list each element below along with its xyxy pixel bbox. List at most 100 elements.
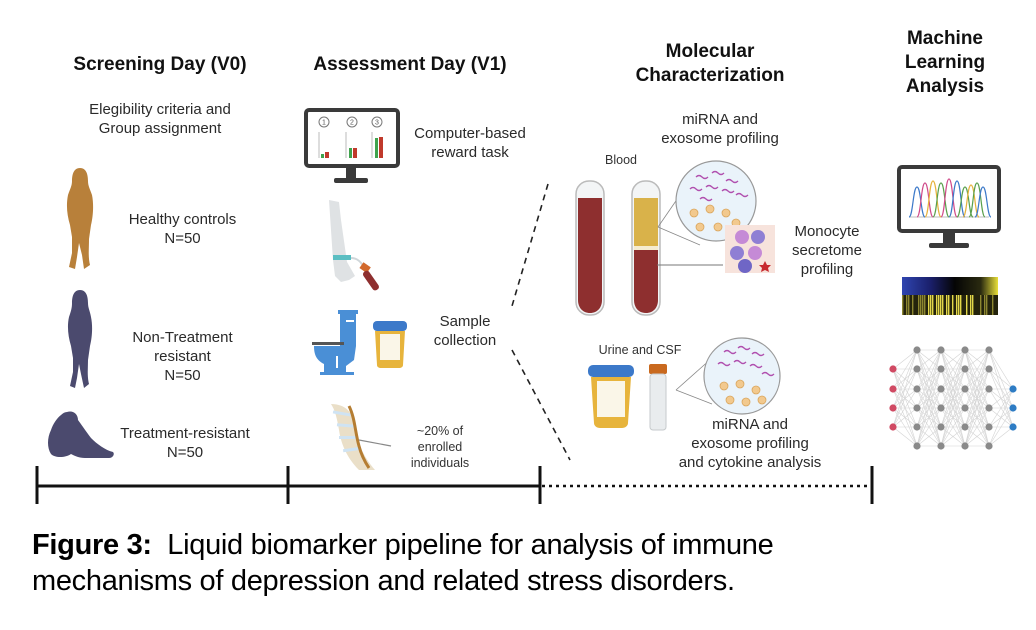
nn-edge bbox=[964, 407, 990, 447]
nn-edge bbox=[916, 407, 942, 447]
csf-note-label: ~20% of enrolled individuals bbox=[400, 423, 480, 471]
heatmap-stripe bbox=[924, 295, 926, 315]
nn-node bbox=[961, 423, 969, 431]
nn-edge bbox=[940, 407, 966, 447]
nn-node bbox=[1009, 423, 1017, 431]
nn-node bbox=[961, 404, 969, 412]
nn-node bbox=[937, 365, 945, 373]
label-line: exosome profiling bbox=[661, 130, 779, 147]
heatmap-icon bbox=[902, 277, 998, 315]
label-line: Monocyte bbox=[794, 223, 860, 240]
stage-title-assessment: Assessment Day (V1) bbox=[313, 54, 507, 75]
heatmap-stripe bbox=[932, 295, 934, 315]
nn-edge bbox=[892, 388, 918, 428]
caption-text: Liquid biomarker pipeline for analysis o… bbox=[167, 529, 774, 561]
toilet-icon bbox=[312, 310, 358, 375]
nn-edge bbox=[988, 349, 1014, 390]
blood-tube-whole-icon bbox=[575, 180, 605, 316]
group-treatment-resistant: Treatment-resistant N=50 bbox=[105, 424, 265, 462]
heatmap-stripe bbox=[912, 295, 914, 315]
screening-subtitle: Elegibility criteria and Group assignmen… bbox=[55, 100, 265, 138]
nn-node bbox=[913, 365, 921, 373]
heatmap-stripe bbox=[946, 295, 948, 315]
group-non-treatment-resistant: Non-Treatment resistant N=50 bbox=[105, 328, 260, 385]
nn-node bbox=[961, 385, 969, 393]
label-line: miRNA and bbox=[682, 111, 758, 128]
stage-title-line: Molecular bbox=[665, 41, 755, 62]
group-name: Healthy controls bbox=[128, 211, 237, 228]
caption-label: Figure 3: bbox=[32, 529, 152, 561]
sitting-person-icon bbox=[48, 411, 114, 458]
nn-edge bbox=[892, 368, 918, 428]
label-line: secretome bbox=[791, 242, 863, 259]
neural-network-icon bbox=[889, 346, 1017, 450]
nn-edge bbox=[988, 368, 1014, 428]
nn-node bbox=[937, 404, 945, 412]
standing-person-icon bbox=[67, 290, 93, 388]
nn-node bbox=[937, 442, 945, 450]
nn-edge bbox=[916, 349, 942, 390]
stage-title-line: Characterization bbox=[635, 65, 785, 86]
nn-node bbox=[889, 423, 897, 431]
nn-node bbox=[961, 442, 969, 450]
monocyte-label: Monocyte secretome profiling bbox=[778, 222, 876, 279]
nn-edge bbox=[892, 349, 918, 390]
nn-node bbox=[1009, 404, 1017, 412]
group-count: N=50 bbox=[164, 367, 201, 384]
nn-edge bbox=[964, 368, 990, 447]
nn-edge bbox=[964, 349, 990, 370]
figure-caption: Figure 3: Liquid biomarker pipeline for … bbox=[32, 527, 1022, 599]
group-count: N=50 bbox=[164, 230, 201, 247]
heatmap-stripe bbox=[920, 295, 922, 315]
heatmap-stripe bbox=[908, 295, 910, 315]
nn-edge bbox=[916, 426, 942, 447]
nn-edge bbox=[940, 388, 966, 447]
nn-edge bbox=[988, 368, 1014, 409]
group-name: Non-Treatment bbox=[132, 329, 233, 346]
nn-node bbox=[889, 365, 897, 373]
chromatogram-monitor-icon bbox=[897, 165, 1001, 248]
nn-node bbox=[913, 385, 921, 393]
nn-edge bbox=[940, 368, 966, 447]
nn-edge bbox=[988, 368, 1014, 390]
heatmap-stripe bbox=[960, 295, 962, 315]
nn-edge bbox=[940, 349, 966, 447]
nn-edge bbox=[940, 349, 966, 390]
connector-to-urine bbox=[511, 349, 571, 461]
exosome-magnifier-icon bbox=[657, 160, 757, 246]
heatmap-stripe bbox=[936, 295, 938, 315]
nn-node bbox=[985, 346, 993, 354]
nn-edge bbox=[892, 349, 918, 428]
heatmap-stripe bbox=[918, 295, 920, 315]
label-line: Sample bbox=[439, 313, 491, 330]
heatmap-stripe bbox=[928, 295, 930, 315]
nn-node bbox=[985, 385, 993, 393]
svg-text:2: 2 bbox=[350, 120, 354, 127]
heatmap-stripe bbox=[972, 295, 974, 315]
nn-node bbox=[937, 423, 945, 431]
nn-node bbox=[937, 385, 945, 393]
exosome-magnifier-icon bbox=[675, 337, 781, 415]
nn-node bbox=[985, 442, 993, 450]
heatmap-stripe bbox=[984, 295, 986, 315]
caption-line-1: Figure 3: Liquid biomarker pipeline for … bbox=[32, 527, 1022, 563]
nn-edge bbox=[916, 349, 942, 370]
heatmap-stripe bbox=[970, 295, 972, 315]
nn-edge bbox=[988, 407, 1014, 447]
stage-title-line: Machine bbox=[906, 28, 984, 49]
monocyte-panel-icon bbox=[657, 225, 775, 273]
nn-node bbox=[913, 404, 921, 412]
nn-edge bbox=[964, 349, 990, 428]
blood-label: Blood bbox=[605, 153, 637, 167]
nn-edge bbox=[916, 349, 942, 409]
stage-title-ml: Machine Learning Analysis bbox=[880, 27, 1010, 99]
svg-text:3: 3 bbox=[375, 120, 379, 127]
heatmap-stripe bbox=[902, 295, 904, 315]
nn-node bbox=[985, 365, 993, 373]
nn-edge bbox=[892, 349, 918, 409]
nn-node bbox=[889, 385, 897, 393]
nn-node bbox=[913, 346, 921, 354]
nn-edge bbox=[940, 349, 966, 428]
label-line: miRNA and bbox=[712, 416, 788, 433]
